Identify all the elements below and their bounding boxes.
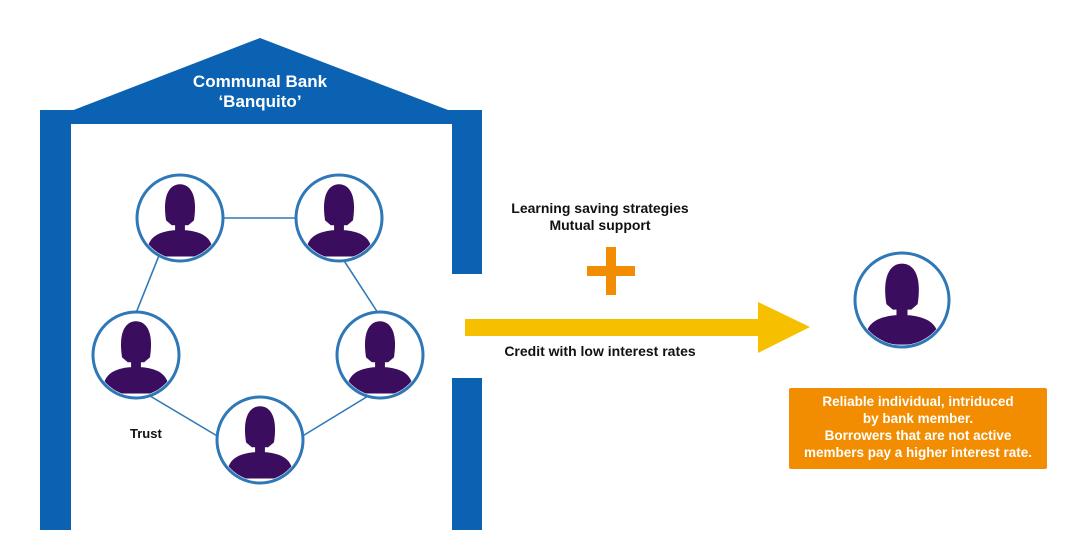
- trust-label: Trust: [130, 426, 162, 441]
- borrower-info-line: Borrowers that are not active: [824, 427, 1012, 443]
- member-5: [215, 395, 305, 485]
- plus-icon: [587, 247, 635, 295]
- bank-roof: [40, 38, 482, 123]
- benefit-saving-strategies: Learning saving strategies: [511, 200, 689, 216]
- borrower: [853, 251, 951, 349]
- bank-roof-beam: [40, 110, 482, 124]
- right-arrow-icon: [465, 302, 810, 353]
- borrower-info-line: Reliable individual, intriduced: [822, 394, 1014, 409]
- network-link: [295, 389, 379, 441]
- bank-title-line1: Communal Bank: [192, 72, 328, 91]
- member-2: [294, 173, 384, 263]
- benefit-mutual-support: Mutual support: [549, 216, 651, 233]
- borrower-info-line: by bank member.: [862, 410, 974, 426]
- network-link: [135, 252, 161, 314]
- member-4: [335, 310, 425, 400]
- bank-right-wall-upper: [452, 120, 482, 274]
- credit-label: Credit with low interest rates: [504, 343, 696, 359]
- bank-title-line2: ‘Banquito’: [218, 92, 302, 112]
- bank-right-wall-lower: [452, 378, 482, 530]
- member-3: [91, 310, 181, 400]
- network-link: [139, 389, 225, 441]
- borrower-info-box: Reliable individual, intriduced by bank …: [789, 388, 1047, 469]
- network-link: [338, 252, 379, 314]
- bank-title: Communal Bank ‘Banquito’: [160, 72, 360, 113]
- benefits-label: Learning saving strategies Mutual suppor…: [470, 200, 730, 234]
- bank-building: [40, 38, 482, 530]
- bank-left-wall: [40, 120, 71, 530]
- member-1: [135, 173, 225, 263]
- borrower-info-line: members pay a higher interest rate.: [803, 444, 1033, 460]
